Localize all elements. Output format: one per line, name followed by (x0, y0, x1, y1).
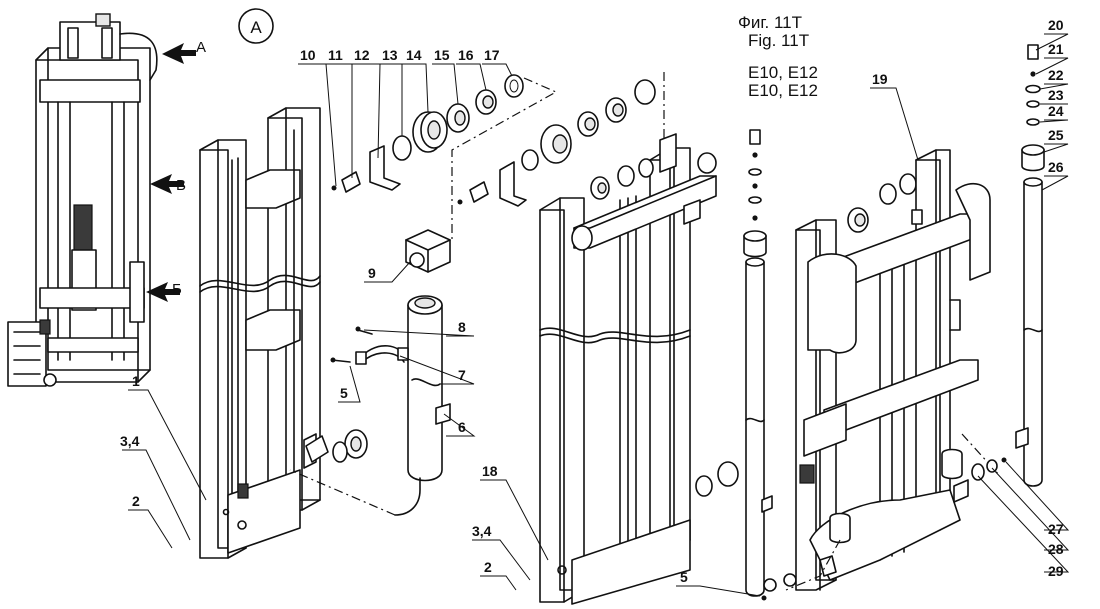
callout-2-b: 2 (484, 559, 492, 575)
view-label: A (250, 18, 262, 37)
clamp-assembly (330, 326, 409, 365)
right-mast (785, 149, 1007, 591)
view-label-circle: A (238, 8, 274, 44)
figure-title-en: Fig. 11T (748, 31, 809, 50)
callout-13: 13 (382, 47, 398, 63)
outer-mast-rail (199, 107, 321, 559)
model-line-2: E10, E12 (748, 81, 818, 100)
lower-roller (305, 429, 368, 463)
callout-29: 29 (1048, 563, 1064, 579)
callout-5: 5 (340, 385, 348, 401)
callout-25: 25 (1048, 127, 1064, 143)
callout-6: 6 (458, 419, 466, 435)
view-arrows: A B Б (146, 39, 206, 302)
callout-labels: 10 11 12 13 14 15 16 17 1 3,4 2 5 6 7 8 … (120, 17, 1064, 585)
overview-mast-thumbnail (7, 13, 158, 387)
inner-mast (457, 72, 739, 605)
callout-27: 27 (1048, 521, 1064, 537)
model-line-1: E10, E12 (748, 63, 818, 82)
upper-roller-stack (331, 74, 558, 240)
callout-24: 24 (1048, 103, 1064, 119)
callout-21: 21 (1048, 41, 1064, 57)
cylinder-head (405, 229, 451, 273)
arrow-label-c: Б (172, 281, 182, 298)
callout-5-b: 5 (680, 569, 688, 585)
free-lift-cylinder (743, 129, 797, 601)
callout-9: 9 (368, 265, 376, 281)
side-cylinder (1015, 44, 1045, 487)
callout-12: 12 (354, 47, 370, 63)
callout-19: 19 (872, 71, 888, 87)
leader-lines (122, 33, 1070, 597)
callout-26: 26 (1048, 159, 1064, 175)
figure-title-ru: Фиг. 11T (738, 13, 802, 32)
callout-22: 22 (1048, 67, 1064, 83)
callout-8: 8 (458, 319, 466, 335)
lift-cylinder (289, 295, 451, 516)
callout-2: 2 (132, 493, 140, 509)
callout-7: 7 (458, 367, 466, 383)
callout-16: 16 (458, 47, 474, 63)
callout-17: 17 (484, 47, 500, 63)
callout-3-4: 3,4 (120, 433, 140, 449)
callout-3-4-b: 3,4 (472, 523, 492, 539)
arrow-label-a: A (196, 39, 206, 56)
callout-20: 20 (1048, 17, 1064, 33)
callout-1: 1 (132, 373, 140, 389)
callout-23: 23 (1048, 87, 1064, 103)
callout-15: 15 (434, 47, 450, 63)
callout-10: 10 (300, 47, 316, 63)
callout-18: 18 (482, 463, 498, 479)
callout-28: 28 (1048, 541, 1064, 557)
callout-11: 11 (328, 47, 343, 63)
callout-14: 14 (406, 47, 422, 63)
arrow-label-b: B (176, 177, 186, 194)
figure-title-block: Фиг. 11T Fig. 11T E10, E12 E10, E12 (738, 13, 818, 100)
